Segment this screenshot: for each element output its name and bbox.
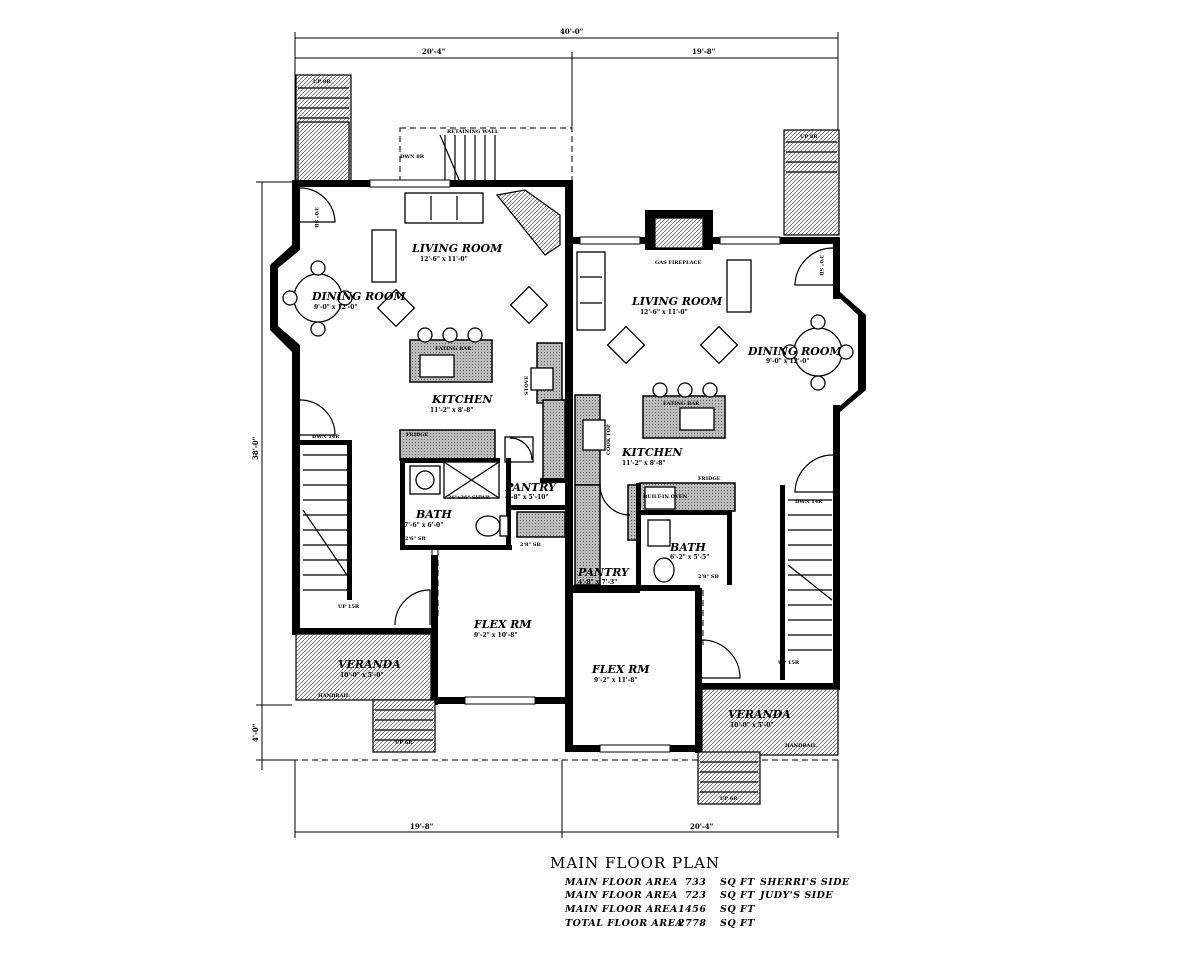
right-veranda-size: 10'-0" x 5'-0" [730,722,774,729]
left-dining-room-label: DINING ROOM [311,290,406,303]
area-unit: SQ FT [720,877,755,888]
left-stove: STOVE [524,376,530,395]
area-value: 2778 [677,918,706,929]
dim-top-right: 19'-8" [692,47,715,56]
area-value: 733 [685,877,706,888]
area-unit: SQ FT [720,890,755,901]
left-sofa [404,192,484,224]
area-unit: SQ FT [720,918,755,929]
left-bath-label: BATH [415,508,452,521]
left-living-room-size: 12'-6" x 11'-0" [420,256,468,263]
area-label: MAIN FLOOR AREA [564,890,678,901]
right-bath-label: BATH [669,541,706,554]
right-cook-top: COOK TOP [606,424,612,455]
area-value: 723 [685,890,706,901]
area-label: MAIN FLOOR AREA [564,904,678,915]
right-pantry-size: 4'-8" x 7'-3" [578,579,617,586]
area-table: MAIN FLOOR AREA 733 SQ FT SHERRI'S SIDE … [564,877,850,929]
right-living-room-size: 12'-6" x 11'-0" [640,309,688,316]
left-pantry-label: PANTRY [504,481,557,494]
right-up-8r: UP 8R [800,134,818,140]
area-label: TOTAL FLOOR AREA [565,918,683,929]
left-handrail: HANDRAIL [318,693,350,699]
right-bath-sink [653,557,675,583]
right-dining-room-label: DINING ROOM [747,345,842,358]
right-rear-stair [783,129,840,236]
left-flex-label: FLEX RM [473,618,532,631]
left-dining-room-size: 9'-0" x 12'-0" [314,304,358,311]
right-fridge: FRIDGE [698,476,721,482]
left-up-8r: UP 8R [313,79,331,85]
left-dwn-14r: DWN 14R [312,434,340,440]
right-kitchen-label: KITCHEN [621,446,683,459]
right-veranda [701,688,839,756]
left-shower: 36"x36" SHWR [448,495,491,501]
right-living-room-label: LIVING ROOM [631,295,723,308]
dim-bottom-right: 20'-4" [690,822,713,831]
area-unit: SQ FT [720,904,755,915]
right-fireplace [654,217,704,249]
left-up-15r: UP 15R [338,604,360,610]
left-kitchen-size: 11'-2" x 8'-8" [430,407,474,414]
dimension-lines [256,32,840,838]
left-dwn-8r: DWN 8R [400,154,425,160]
right-door-30: 3'0" SB [818,255,824,276]
right-flex-label: FLEX RM [591,663,650,676]
right-gas-fireplace: GAS FIREPLACE [655,260,701,266]
left-flex-size: 9'-2" x 10'-8" [474,632,518,639]
right-flex-size: 9'-2" x 11'-8" [594,677,638,684]
left-fridge: FRIDGE [406,432,429,438]
left-living-room-label: LIVING ROOM [411,242,503,255]
left-veranda-size: 10'-0" x 5'-0" [340,672,384,679]
right-bath-size: 6'-2" x 5'-5" [670,554,709,561]
area-value: 1456 [678,904,706,915]
right-veranda-label: VERANDA [728,708,791,721]
right-dining-room-size: 9'-0" x 12'-0" [766,358,810,365]
right-door-28: 2'8" SB [698,574,719,580]
left-pantry-size: 4'-8" x 5'-10" [505,494,549,501]
area-note: SHERRI'S SIDE [760,877,850,888]
left-unit [270,74,573,753]
dim-bottom-left: 19'-8" [410,822,433,831]
right-pantry-label: PANTRY [577,566,630,579]
left-up-6r: UP 6R [395,740,413,746]
left-retaining-wall: RETAINING WALL [447,129,499,135]
right-up-15r: UP 15R [778,660,800,666]
left-door-28: 2'8" SB [520,542,541,548]
right-dwn-14r: DWN 14R [795,499,823,505]
left-kitchen-label: KITCHEN [431,393,493,406]
left-eating-bar: EATING BAR [435,346,472,352]
area-label: MAIN FLOOR AREA [564,877,678,888]
left-door-26: 2'6" SB [405,536,426,542]
right-unit [565,129,866,805]
right-handrail: HANDRAIL [785,743,817,749]
dim-overall: 40'-0" [560,27,583,36]
dim-top-left: 20'-4" [422,47,445,56]
left-door-30: 3'0" SB [313,207,319,228]
dim-left-porch: 4'-0" [251,724,260,742]
right-eating-bar: EATING BAR [663,401,700,407]
right-kitchen-size: 11'-2" x 8'-8" [622,460,666,467]
left-veranda-label: VERANDA [338,658,401,671]
left-bath-size: 7'-6" x 6'-0" [404,522,443,529]
right-up-6r: UP 6R [720,796,738,802]
dim-left-depth: 38'-0" [251,437,260,460]
left-veranda [295,633,432,701]
right-builtin-oven: BUILT-IN OVEN [643,494,688,500]
area-note: JUDY'S SIDE [758,890,833,901]
plan-title: MAIN FLOOR PLAN [550,854,720,872]
